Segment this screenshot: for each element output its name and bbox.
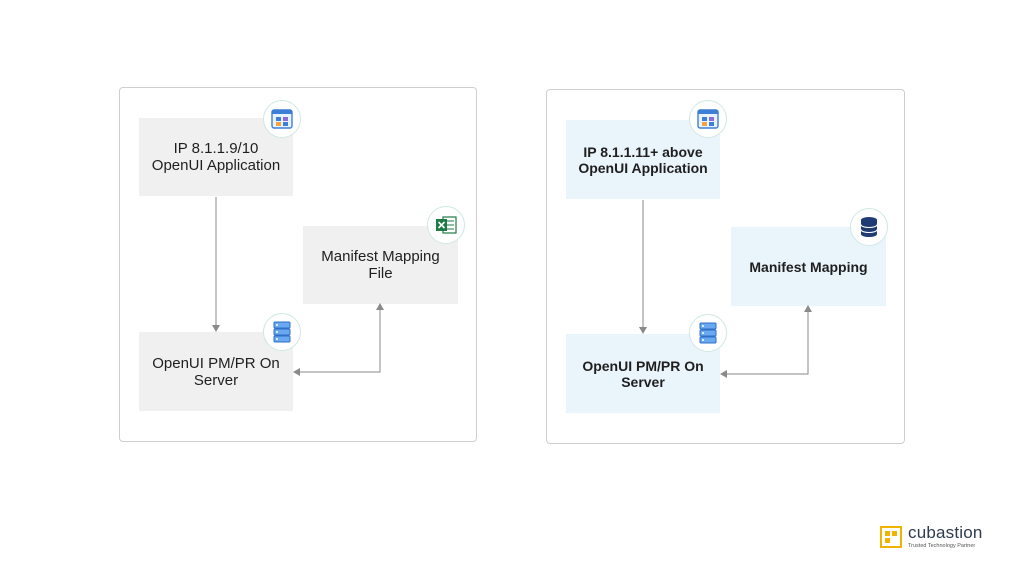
server-icon xyxy=(263,313,301,351)
cubastion-logo: cubastion Trusted Technology Partner xyxy=(880,524,983,550)
logo-name: cubastion xyxy=(908,523,983,542)
right-openui-application-box: IP 8.1.1.11+ above OpenUI Application xyxy=(566,120,720,199)
database-icon xyxy=(850,208,888,246)
excel-file-icon xyxy=(427,206,465,244)
left-openui-server-label: OpenUI PM/PR On Server xyxy=(152,354,280,389)
web-app-icon xyxy=(263,100,301,138)
left-manifest-mapping-label: Manifest Mapping File xyxy=(321,248,440,282)
left-openui-server-box: OpenUI PM/PR On Server xyxy=(139,332,293,411)
cubastion-logo-mark xyxy=(880,526,902,548)
right-manifest-mapping-label: Manifest Mapping xyxy=(749,258,868,275)
right-openui-application-label: IP 8.1.1.11+ above OpenUI Application xyxy=(578,143,708,176)
logo-tagline: Trusted Technology Partner xyxy=(908,543,976,549)
web-app-icon xyxy=(689,100,727,138)
left-openui-application-label: IP 8.1.1.9/10 OpenUI Application xyxy=(151,140,281,174)
right-openui-server-label: OpenUI PM/PR On Server xyxy=(582,357,704,390)
server-icon xyxy=(689,314,727,352)
